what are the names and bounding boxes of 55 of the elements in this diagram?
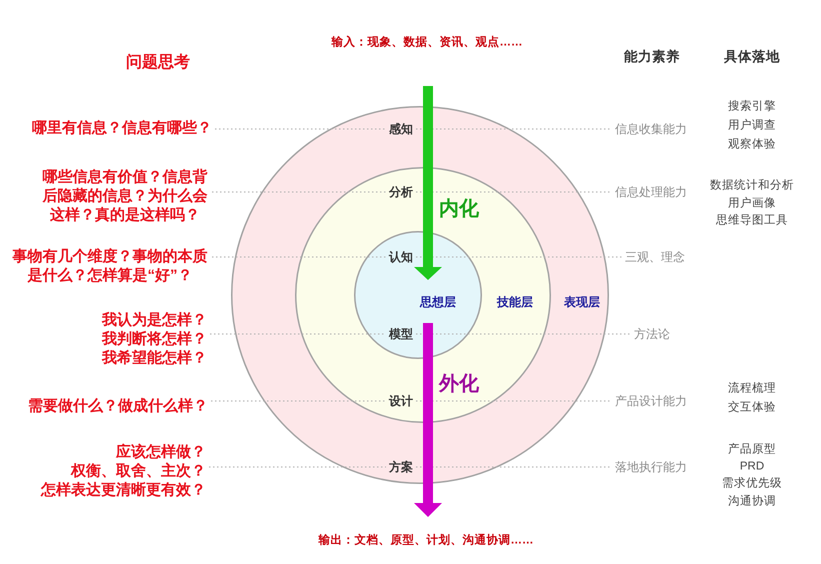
flow-note: 输入：现象、数据、资讯、观点…… xyxy=(332,36,522,50)
list-item: 搜索引擎 xyxy=(728,100,776,114)
question-text: 权衡、取舍、主次？ xyxy=(71,462,206,480)
arrow-label: 外化 xyxy=(439,372,479,396)
list-item: 用户画像 xyxy=(728,196,776,212)
flow-note: 输出：文档、原型、计划、沟通协调…… xyxy=(318,534,534,548)
arrow-label: 内化 xyxy=(439,197,479,221)
column-heading: 具体落地 xyxy=(724,48,780,66)
ability-label: 三观、理念 xyxy=(625,249,685,265)
question-text: 我判断将怎样？ xyxy=(102,330,207,348)
stage-label: 感知 xyxy=(389,121,413,137)
question-text: 哪里有信息？信息有哪些？ xyxy=(32,118,212,138)
dotted-line xyxy=(214,128,386,130)
question-text: 我认为是怎样？ xyxy=(102,310,207,330)
list-item: 用户调查 xyxy=(728,118,776,134)
list-item: 产品原型 xyxy=(728,442,776,458)
ability-label: 信息处理能力 xyxy=(615,184,687,200)
stage-label: 设计 xyxy=(389,393,413,409)
stage-label: 认知 xyxy=(389,249,413,265)
dotted-line xyxy=(416,256,622,258)
layer-label: 表现层 xyxy=(564,294,600,310)
ability-label: 落地执行能力 xyxy=(615,459,687,475)
list-item: 需求优先级 xyxy=(722,476,782,492)
dotted-line xyxy=(416,400,612,402)
list-item: 交互体验 xyxy=(728,400,776,416)
middle-ring xyxy=(295,167,551,423)
stage-label: 模型 xyxy=(389,326,413,342)
layer-label: 思想层 xyxy=(420,294,456,310)
dotted-line xyxy=(416,128,612,130)
dotted-line xyxy=(210,400,386,402)
column-heading: 能力素养 xyxy=(624,48,680,66)
inner-circle xyxy=(354,231,482,359)
dotted-line xyxy=(416,466,612,468)
stage-label: 方案 xyxy=(389,459,413,475)
question-text: 应该怎样做？ xyxy=(116,442,206,462)
question-text: 事物有几个维度？事物的本质是什么？怎样算是“好”？ xyxy=(11,247,209,285)
stage-label: 分析 xyxy=(389,184,413,200)
layer-label: 技能层 xyxy=(497,294,533,310)
dotted-line xyxy=(208,466,386,468)
question-text: 需要做什么？做成什么样？ xyxy=(28,396,208,416)
ability-label: 产品设计能力 xyxy=(615,393,687,409)
list-item: PRD xyxy=(740,460,764,474)
question-text: 哪些信息有价值？信息背后隐藏的信息？为什么会这样？真的是这样吗？ xyxy=(41,168,209,224)
dotted-line xyxy=(212,256,386,258)
ability-label: 方法论 xyxy=(634,326,670,342)
list-item: 流程梳理 xyxy=(728,382,776,396)
outer-ring xyxy=(231,106,609,484)
list-item: 观察体验 xyxy=(728,138,776,152)
ability-label: 信息收集能力 xyxy=(615,121,687,137)
list-item: 沟通协调 xyxy=(728,494,776,510)
column-heading: 问题思考 xyxy=(126,53,190,73)
question-text: 我希望能怎样？ xyxy=(102,348,207,368)
question-text: 怎样表达更清晰更有效？ xyxy=(41,480,206,500)
list-item: 数据统计和分析 xyxy=(710,178,794,194)
list-item: 思维导图工具 xyxy=(716,214,788,228)
